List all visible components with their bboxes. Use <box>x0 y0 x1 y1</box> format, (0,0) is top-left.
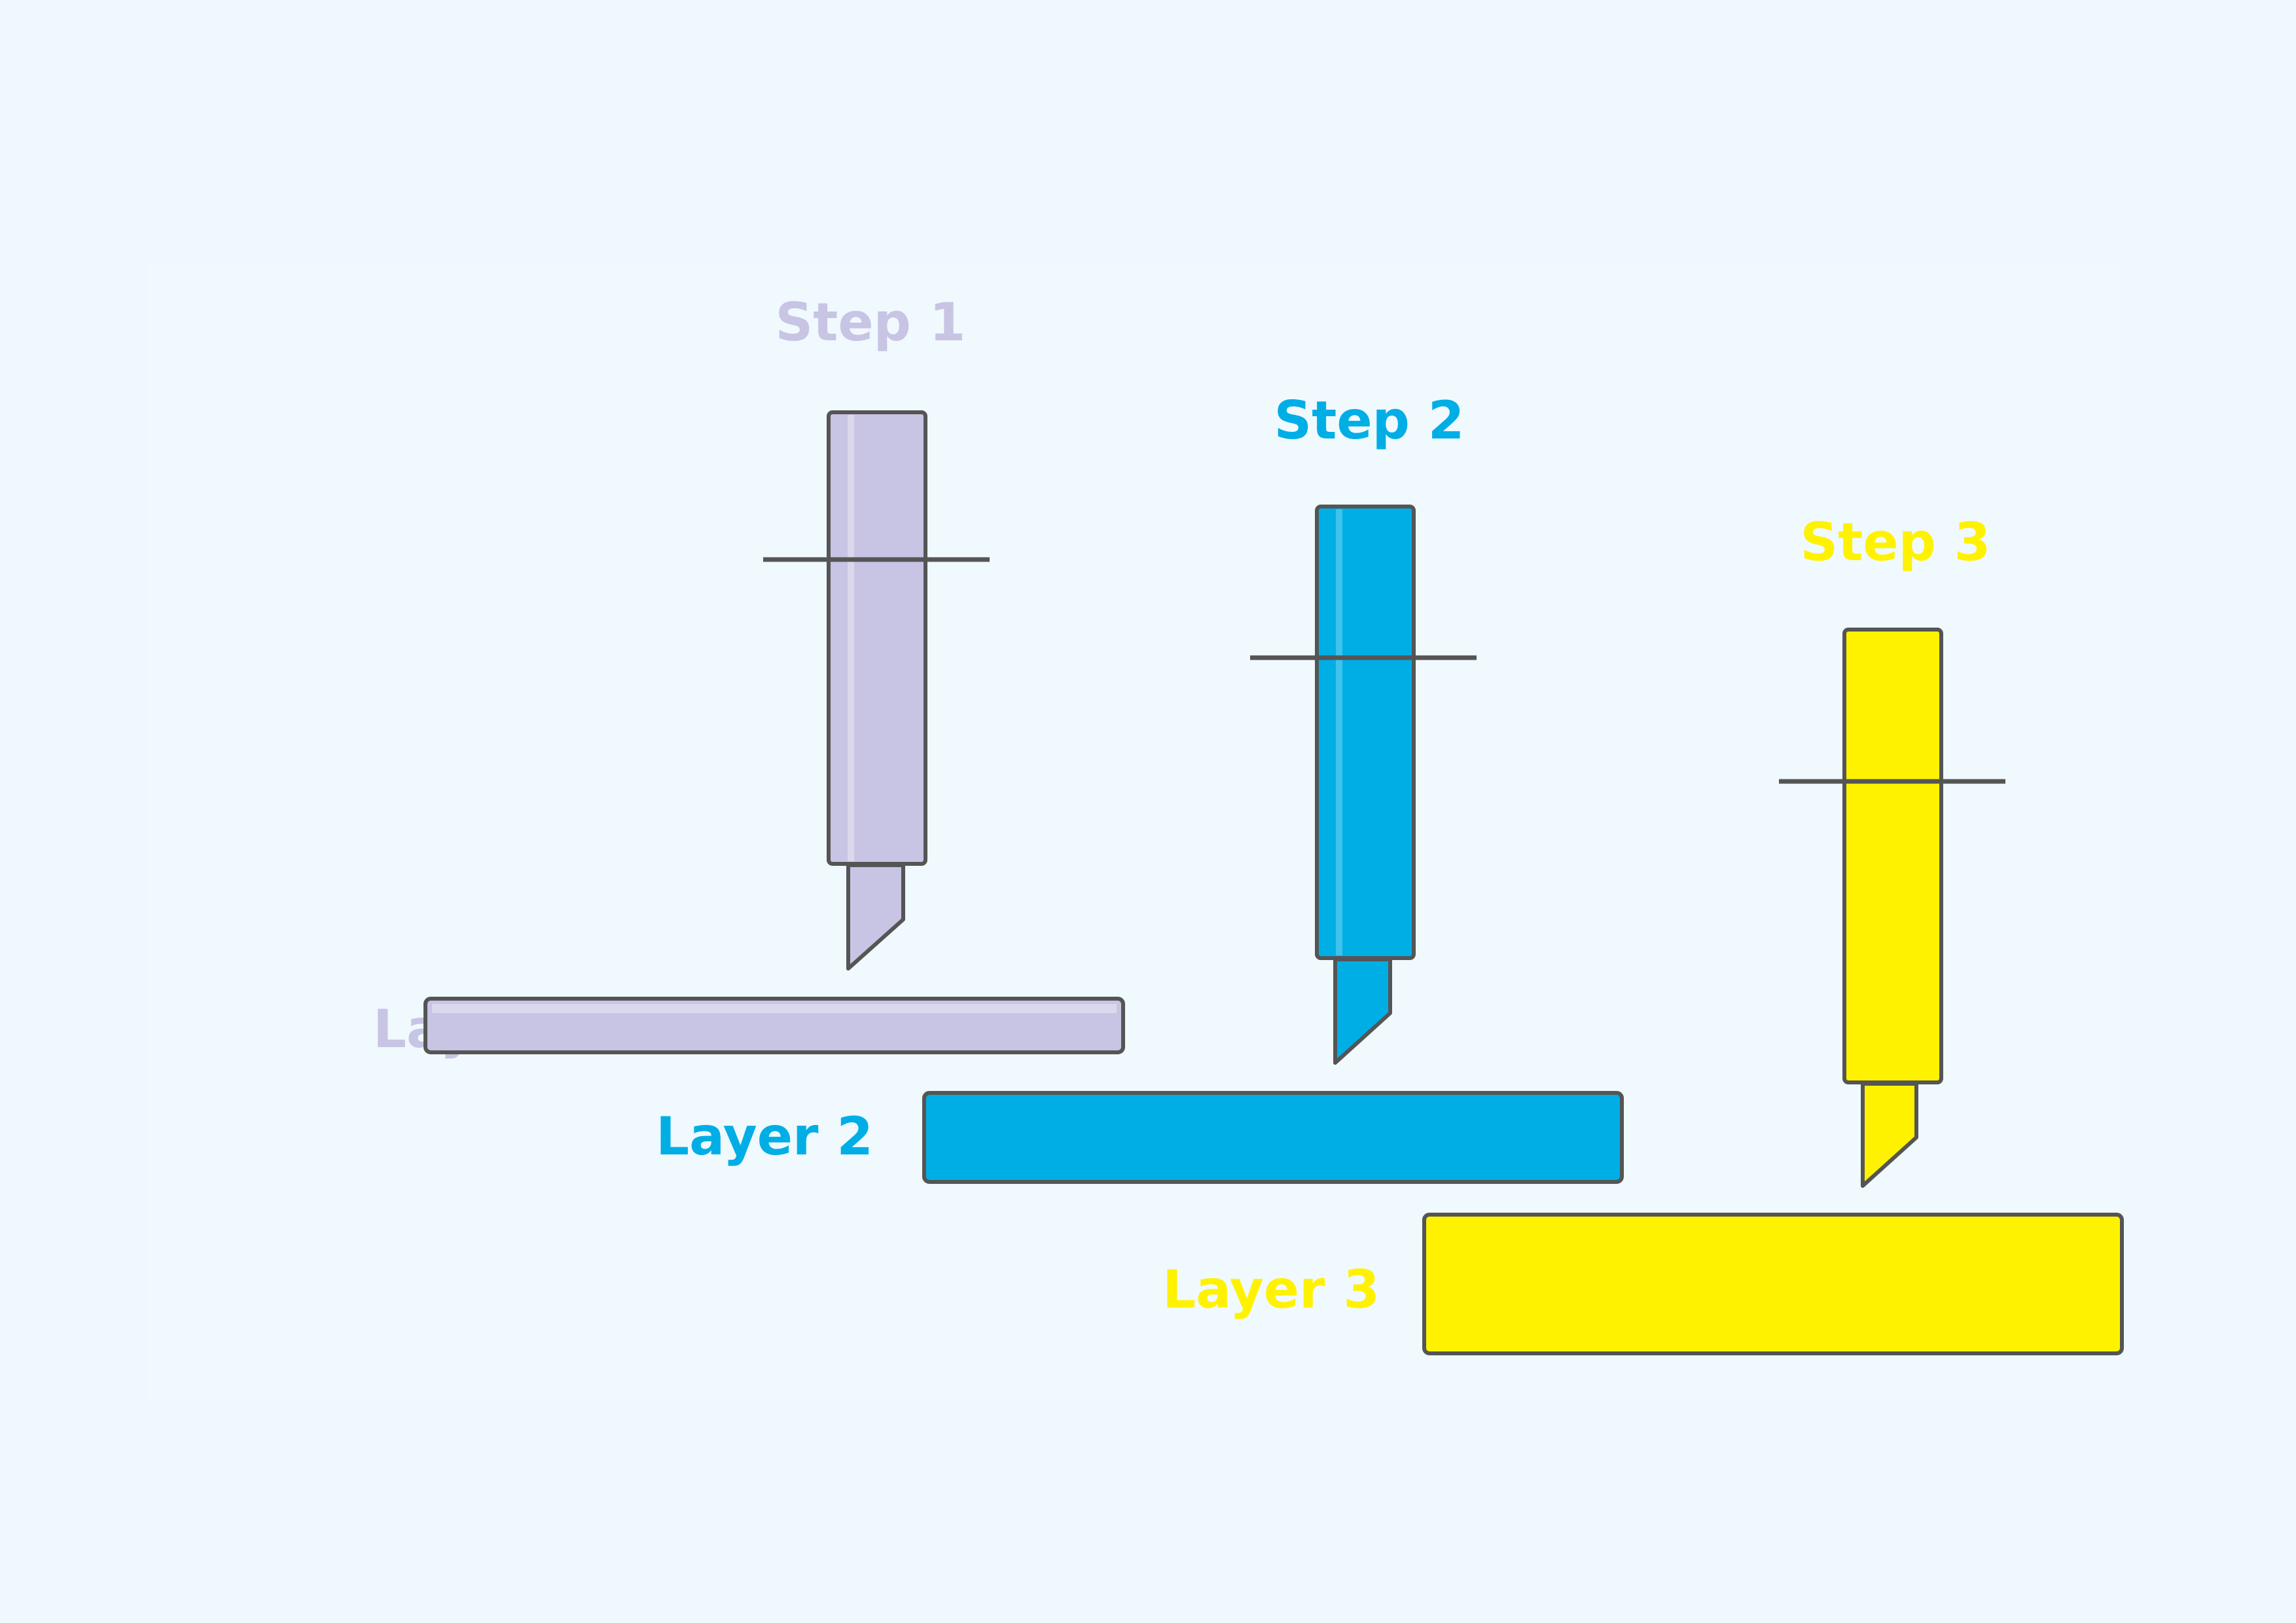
step-3-group: Step 3 Layer 3 <box>1162 512 2124 1355</box>
diagram-panel <box>147 262 2121 1400</box>
step-2-pen-tip <box>1333 957 1392 1065</box>
layer-3-bar <box>1422 1213 2124 1355</box>
layer-2-bar <box>922 1091 1624 1184</box>
step-3-label: Step 3 <box>1801 512 1991 573</box>
step-3-pen-tip <box>1861 1082 1918 1188</box>
step-1-pen-barrel <box>827 410 927 866</box>
step-1-group: Step 1 Layer 1 <box>373 292 1125 1060</box>
layer-1-bar <box>423 997 1125 1054</box>
step-2-group: Step 2 Layer 2 <box>656 390 1624 1184</box>
step-1-pen-tip <box>846 863 905 971</box>
layer-3-label: Layer 3 <box>1162 1259 1380 1320</box>
step-1-label: Step 1 <box>776 292 966 353</box>
step-2-pen-tool <box>1250 505 1477 1065</box>
step-3-pen-barrel <box>1842 628 1943 1084</box>
step-1-pen-tool <box>763 410 990 971</box>
step-2-label: Step 2 <box>1274 390 1465 451</box>
step-2-pen-barrel <box>1315 505 1416 960</box>
step-3-pen-tool <box>1779 628 2005 1188</box>
layer-2-label: Layer 2 <box>656 1106 873 1167</box>
